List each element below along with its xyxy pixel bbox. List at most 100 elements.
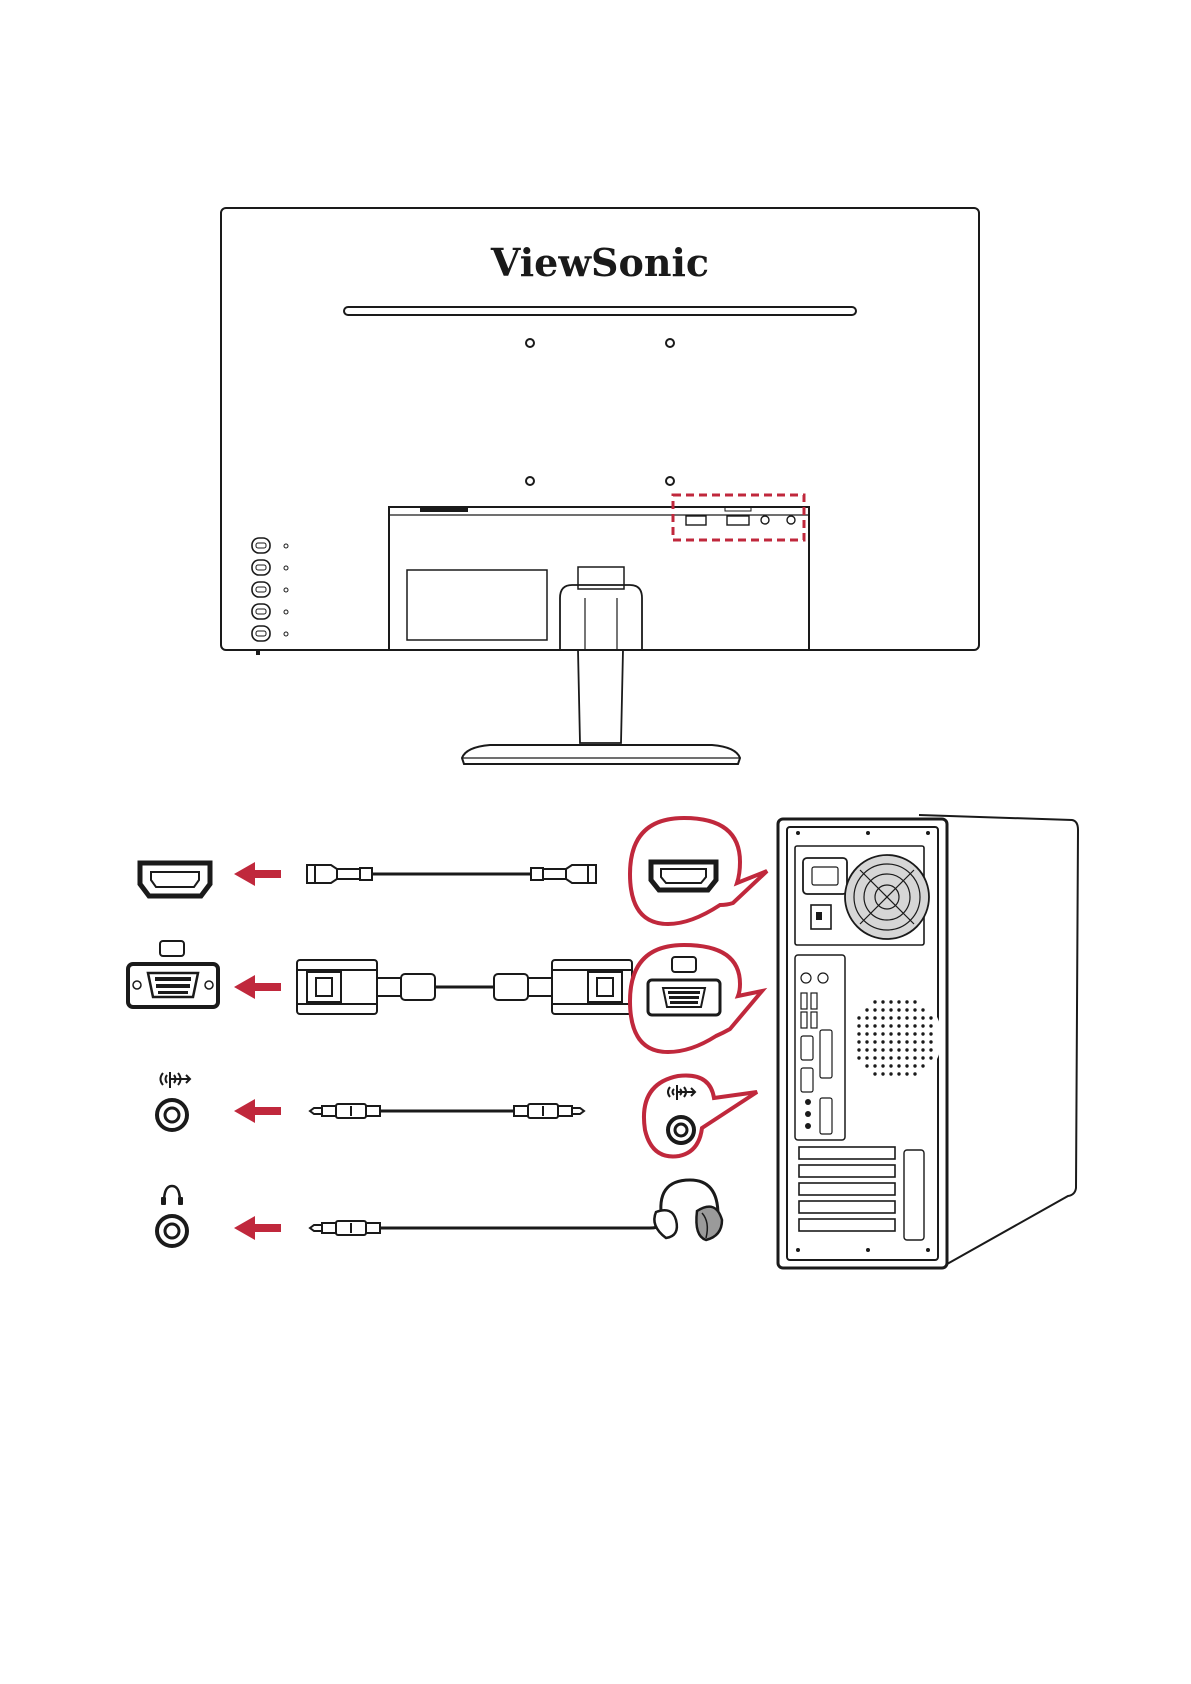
- vent-hole: [889, 1040, 892, 1043]
- vent-hole: [889, 1048, 892, 1051]
- headphone-jack-icon: [157, 1216, 187, 1246]
- vent-hole: [889, 1008, 892, 1011]
- vent-hole: [905, 1016, 908, 1019]
- vent-hole: [921, 1008, 924, 1011]
- vent-hole: [889, 1056, 892, 1059]
- monitor-brand-logo: ViewSonic: [490, 240, 709, 285]
- hdmi-port-icon: [140, 863, 210, 896]
- headset-illustration: [654, 1180, 722, 1240]
- vent-hole: [873, 1072, 876, 1075]
- vent-hole: [905, 1072, 908, 1075]
- vent-hole: [905, 1024, 908, 1027]
- vent-hole: [913, 1000, 916, 1003]
- vent-hole: [921, 1016, 924, 1019]
- headphone-icon: [161, 1186, 183, 1205]
- hdmi-cable: [307, 865, 596, 883]
- vent-hole: [921, 1032, 924, 1035]
- vent-hole: [905, 1032, 908, 1035]
- vent-hole: [913, 1056, 916, 1059]
- vent-hole: [857, 1040, 860, 1043]
- vent-hole: [913, 1008, 916, 1011]
- vent-hole: [865, 1024, 868, 1027]
- vent-hole: [929, 1032, 932, 1035]
- vent-hole: [897, 1056, 900, 1059]
- vent-hole: [897, 1072, 900, 1075]
- headphone-connection-row: [157, 1180, 722, 1246]
- stand-neck: [578, 650, 623, 743]
- vent-hole: [881, 1016, 884, 1019]
- vent-hole: [881, 1072, 884, 1075]
- red-left-arrow-icon: [234, 1099, 281, 1123]
- vent-hole: [881, 1040, 884, 1043]
- vent-hole: [857, 1056, 860, 1059]
- vent-hole: [929, 1040, 932, 1043]
- vent-hole: [897, 1032, 900, 1035]
- vent-hole: [865, 1032, 868, 1035]
- vent-hole: [873, 1016, 876, 1019]
- vent-hole: [913, 1032, 916, 1035]
- vent-hole: [857, 1048, 860, 1051]
- vent-hole: [865, 1048, 868, 1051]
- vent-hole: [889, 1064, 892, 1067]
- vent-hole: [929, 1024, 932, 1027]
- vent-hole: [929, 1048, 932, 1051]
- vent-hole: [889, 1032, 892, 1035]
- vent-hole: [921, 1048, 924, 1051]
- pc-vent-grill: [848, 991, 942, 1085]
- vent-hole: [905, 1048, 908, 1051]
- vent-hole: [873, 1040, 876, 1043]
- vent-hole: [897, 1000, 900, 1003]
- vent-hole: [897, 1008, 900, 1011]
- vent-hole: [873, 1064, 876, 1067]
- vent-hole: [905, 1040, 908, 1043]
- vent-hole: [913, 1016, 916, 1019]
- vent-hole: [889, 1024, 892, 1027]
- vent-hole: [913, 1048, 916, 1051]
- vent-hole: [897, 1040, 900, 1043]
- red-left-arrow-icon: [234, 975, 281, 999]
- vent-hole: [881, 1048, 884, 1051]
- vent-hole: [905, 1000, 908, 1003]
- vent-hole: [881, 1056, 884, 1059]
- vent-hole: [881, 1032, 884, 1035]
- vent-hole: [865, 1064, 868, 1067]
- vent-hole: [921, 1056, 924, 1059]
- vga-port-icon: [128, 941, 218, 1007]
- vent-hole: [881, 1000, 884, 1003]
- red-left-arrow-icon: [234, 862, 281, 886]
- vent-hole: [865, 1056, 868, 1059]
- vga-cable: [297, 960, 632, 1014]
- monitor-rear-view: ViewSonic: [221, 208, 979, 764]
- vent-hole: [889, 1072, 892, 1075]
- pc-tower: [778, 815, 1078, 1268]
- vent-hole: [913, 1024, 916, 1027]
- vent-hole: [873, 1008, 876, 1011]
- vent-hole: [873, 1032, 876, 1035]
- pc-audio-callout: [644, 1075, 757, 1156]
- vent-hole: [905, 1056, 908, 1059]
- vent-hole: [873, 1048, 876, 1051]
- red-left-arrow-icon: [234, 1216, 281, 1240]
- vent-hole: [897, 1024, 900, 1027]
- vent-hole: [865, 1040, 868, 1043]
- vent-hole: [897, 1016, 900, 1019]
- vent-hole: [929, 1056, 932, 1059]
- vent-hole: [857, 1024, 860, 1027]
- audio-cable: [310, 1104, 584, 1118]
- hdmi-connection-row: [140, 818, 767, 924]
- headphone-cable: [310, 1218, 664, 1235]
- vent-hole: [913, 1040, 916, 1043]
- vent-hole: [897, 1064, 900, 1067]
- stand-base: [462, 745, 740, 764]
- vent-hole: [913, 1072, 916, 1075]
- vent-hole: [905, 1008, 908, 1011]
- audio-in-icon: [161, 1072, 191, 1088]
- vent-hole: [921, 1064, 924, 1067]
- vent-hole: [929, 1016, 932, 1019]
- vent-hole: [921, 1024, 924, 1027]
- vent-hole: [921, 1040, 924, 1043]
- pc-vga-callout: [630, 945, 762, 1052]
- vent-hole: [881, 1008, 884, 1011]
- vent-hole: [881, 1024, 884, 1027]
